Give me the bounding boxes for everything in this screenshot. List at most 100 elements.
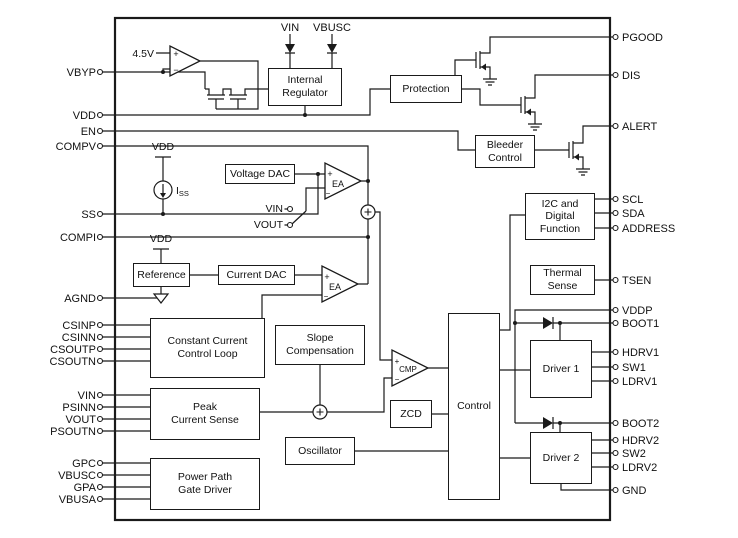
block-driver1: Driver 1 [530, 340, 592, 398]
block-current-dac: Current DAC [218, 265, 295, 285]
top-label-vin: VIN [281, 22, 299, 34]
switch-terminal-vout [286, 221, 294, 229]
ea1-plus: + [327, 169, 332, 179]
block-peak-current-sense: Peak Current Sense [150, 388, 260, 440]
pin-label-boot2: BOOT2 [622, 418, 659, 430]
left-pin-wires [102, 71, 475, 500]
block-reference: Reference [133, 263, 190, 287]
pin-label-alert: ALERT [622, 121, 658, 133]
pin-label-vddp: VDDP [622, 305, 653, 317]
pin-label-vbusc: VBUSC [58, 470, 96, 482]
block-power-path-gate-driver: Power Path Gate Driver [150, 458, 260, 510]
pin-label-sda: SDA [622, 208, 645, 220]
label-vdd-iss: VDD [152, 141, 175, 153]
cmp-plus: + [395, 357, 400, 366]
vbusc-diode [327, 44, 337, 53]
pin-label-vbusa: VBUSA [59, 494, 97, 506]
pin-label-scl: SCL [622, 194, 643, 206]
boot2-diode [543, 417, 553, 429]
ea2-plus: + [324, 272, 329, 282]
boot1-diode [543, 317, 553, 329]
alert-mosfet-arrow [574, 153, 579, 161]
agnd-ground-symbol [152, 293, 170, 304]
opamp-minus: − [173, 65, 178, 75]
block-bleeder-control: Bleeder Control [475, 135, 535, 168]
iss-arrow-head [160, 193, 166, 198]
right-pin-terminals [612, 33, 619, 494]
pin-label-csinp: CSINP [62, 320, 96, 332]
pin-label-ldrv2: LDRV2 [622, 462, 657, 474]
pin-label-csoutn: CSOUTN [50, 356, 97, 368]
pin-label-hdrv1: HDRV1 [622, 347, 659, 359]
pin-label-dis: DIS [622, 70, 640, 82]
label-switch-vout: VOUT [254, 219, 284, 231]
pin-label-vout: VOUT [65, 414, 96, 426]
block-thermal-sense: Thermal Sense [530, 265, 595, 295]
pin-label-ldrv1: LDRV1 [622, 376, 657, 388]
opamp-plus: + [173, 49, 178, 59]
pin-label-tsen: TSEN [622, 275, 651, 287]
ground-symbol-pgood [483, 76, 497, 86]
ic-boundary [113, 16, 612, 522]
vin-diode [285, 44, 295, 53]
switch-terminal-vin [286, 205, 294, 213]
pin-label-csoutp: CSOUTP [50, 344, 96, 356]
summing-plus-marks [316, 208, 372, 416]
block-zcd: ZCD [390, 400, 432, 428]
pin-label-psinn: PSINN [62, 402, 96, 414]
block-i2c-digital: I2C and Digital Function [525, 193, 595, 240]
ground-symbol-alert [576, 166, 590, 176]
alert-mosfet [559, 134, 584, 166]
block-voltage-dac: Voltage DAC [225, 164, 295, 184]
opamp-4v5 [169, 44, 202, 78]
block-driver2: Driver 2 [530, 432, 592, 484]
ea2-label: EA [329, 282, 341, 292]
pin-label-address: ADDRESS [622, 223, 675, 235]
summing-plus [316, 208, 372, 416]
error-amp-voltage [324, 161, 363, 201]
pin-label-gpa: GPA [74, 482, 97, 494]
label-switch-vin: VIN [265, 203, 283, 215]
left-pin-terminals [96, 68, 104, 503]
pin-label-csinn: CSINN [62, 332, 96, 344]
dis-mosfet-arrow [526, 108, 531, 116]
block-protection: Protection [390, 75, 462, 103]
cmp-label: CMP [399, 365, 417, 374]
pin-label-vin: VIN [78, 390, 96, 402]
block-constant-current-loop: Constant Current Control Loop [150, 318, 265, 378]
pin-label-sw2: SW2 [622, 448, 646, 460]
block-internal-regulator: Internal Regulator [268, 68, 342, 106]
dis-mosfet [511, 89, 536, 121]
ground-symbol-dis [528, 121, 542, 131]
pin-label-compv: COMPV [56, 141, 97, 153]
pin-label-pgood: PGOOD [622, 32, 663, 44]
pin-label-en: EN [81, 126, 96, 138]
error-amp-current [321, 264, 360, 304]
pin-label-compi: COMPI [60, 232, 96, 244]
label-vdd-ref: VDD [150, 233, 173, 245]
cmp-minus: − [395, 375, 400, 384]
bypass-mosfet-pair [205, 88, 249, 109]
pin-label-psoutn: PSOUTN [50, 426, 96, 438]
label-4v5: 4.5V [132, 48, 154, 60]
pgood-mosfet [466, 44, 491, 76]
pin-label-agnd: AGND [64, 293, 96, 305]
comparator-cmp [391, 348, 430, 388]
pgood-mosfet-arrow [481, 63, 486, 71]
pin-label-boot1: BOOT1 [622, 318, 659, 330]
top-pin-wires [289, 34, 333, 68]
pin-label-hdrv2: HDRV2 [622, 435, 659, 447]
right-pin-wires [454, 36, 613, 491]
pin-label-sw1: SW1 [622, 362, 646, 374]
pin-label-gnd: GND [622, 485, 647, 497]
ea1-minus: − [326, 189, 331, 198]
block-slope-compensation: Slope Compensation [275, 325, 365, 365]
label-iss: ISS [176, 185, 189, 198]
block-control: Control [448, 313, 500, 500]
pin-label-ss: SS [81, 209, 96, 221]
ea2-minus: − [324, 292, 329, 301]
junction-dots [161, 70, 562, 425]
pin-label-vbyp: VBYP [67, 67, 96, 79]
